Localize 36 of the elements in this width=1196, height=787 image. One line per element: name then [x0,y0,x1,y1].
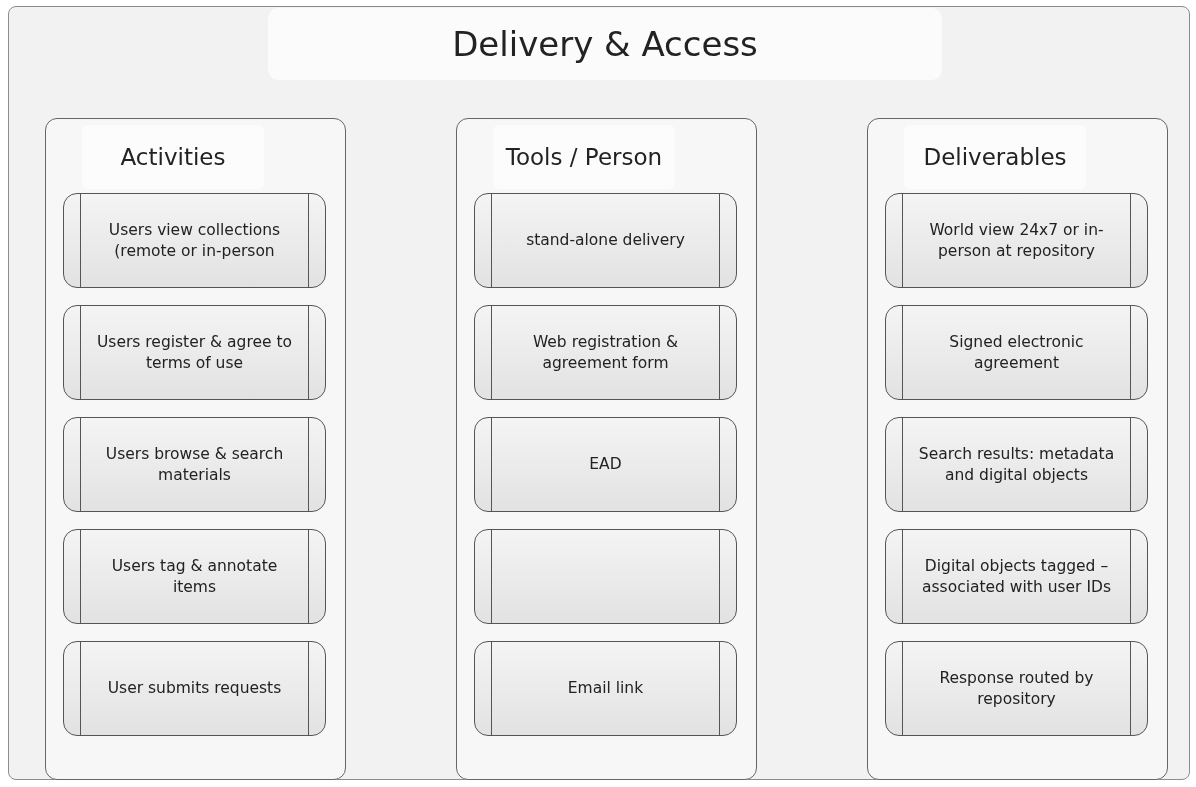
item-text: Users register & agree to terms of use [96,332,293,373]
column-panel [456,118,757,780]
column-panel [45,118,346,780]
column-heading: Activities [82,125,264,189]
process-box [885,529,1148,624]
process-box [63,529,326,624]
process-box [63,641,326,736]
column-panel [867,118,1168,780]
item-text: Response routed by repository [938,668,1095,709]
process-box [885,193,1148,288]
process-box [474,641,737,736]
process-box [474,529,737,624]
item-text: User submits requests [107,678,282,699]
item-text: Signed electronic agreement [948,332,1085,373]
item-text: Users view collections (remote or in-person [107,220,282,261]
process-box [885,305,1148,400]
item-text: EAD [589,454,622,475]
process-box [474,417,737,512]
item-text: World view 24x7 or in-person at repository [928,220,1105,261]
process-box [885,417,1148,512]
column-heading: Tools / Person [493,125,675,189]
item-text: Email link [567,678,644,699]
process-box [474,305,737,400]
item-text: Users browse & search materials [104,444,285,485]
column-heading: Deliverables [904,125,1086,189]
process-box [63,305,326,400]
diagram-title: Delivery & Access [268,8,942,80]
item-text: Web registration & agreement form [531,332,680,373]
process-box [474,193,737,288]
item-text: Users tag & annotate items [110,556,279,597]
item-text: Search results: metadata and digital objects [917,444,1116,485]
process-box [63,193,326,288]
item-text: stand-alone delivery [526,230,685,251]
item-text: Digital objects tagged – associated with user IDs [921,556,1112,597]
process-box [63,417,326,512]
process-box [885,641,1148,736]
